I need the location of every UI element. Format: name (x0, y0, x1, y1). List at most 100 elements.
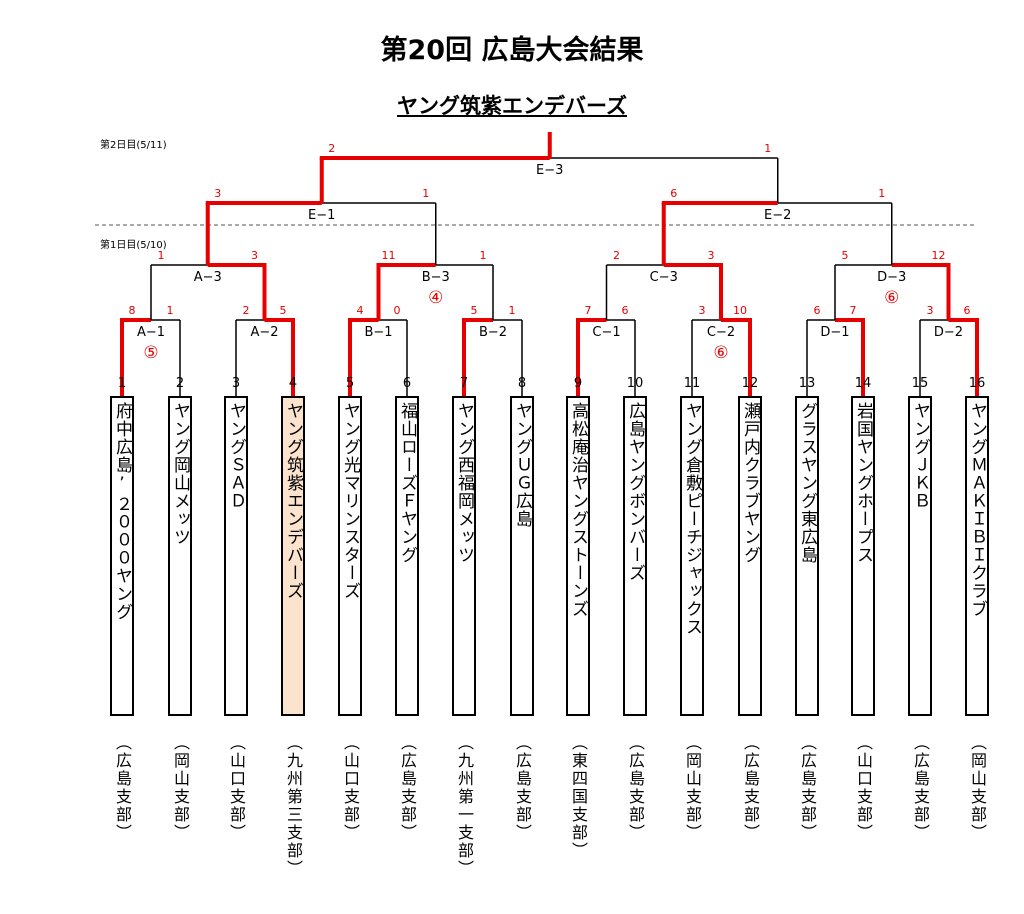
team-name: ヤングＵＧ広島 (512, 402, 532, 528)
match-label: B−2 (479, 325, 507, 340)
team-name: グラスヤング東広島 (797, 402, 817, 564)
match-note: ④ (428, 288, 443, 308)
team-box: グラスヤング東広島 (795, 396, 819, 716)
team-seed: 16 (968, 376, 986, 391)
team-branch-label: （山口支部） (227, 734, 246, 842)
score-left: 2 (328, 142, 335, 155)
score-right: 1 (509, 304, 516, 317)
team-branch-label: （東四国支部） (569, 734, 588, 860)
team-seed: 10 (626, 376, 644, 391)
team-box: 高松庵治ヤングストーンズ (566, 396, 590, 716)
team-name: 高松庵治ヤングストーンズ (568, 402, 588, 618)
match-label: D−3 (877, 270, 906, 285)
team-branch-label: （広島支部） (113, 734, 132, 842)
match-label: A−1 (137, 325, 165, 340)
match-label: E−2 (764, 208, 791, 223)
team-branch: （広島支部） (623, 730, 647, 842)
team-name: ヤング筑紫エンデバーズ (283, 402, 303, 600)
team-branch-label: （岡山支部） (968, 734, 987, 842)
team-branch: （広島支部） (395, 730, 419, 842)
page-subtitle: ヤング筑紫エンデバーズ (397, 94, 627, 118)
score-right: 3 (251, 249, 258, 262)
team-branch-label: （広島支部） (911, 734, 930, 842)
day1-label: 第1日目(5/10) (100, 240, 167, 251)
score-right: 1 (167, 304, 174, 317)
team-name: ヤングＪＫＢ (910, 402, 930, 510)
score-right: 1 (878, 187, 885, 200)
score-right: 3 (708, 249, 715, 262)
team-seed: 15 (911, 376, 929, 391)
team-branch: （広島支部） (795, 730, 819, 842)
team-seed: 14 (854, 376, 872, 391)
score-left: 3 (214, 187, 221, 200)
score-left: 2 (613, 249, 620, 262)
score-right: 1 (422, 187, 429, 200)
team-branch-label: （山口支部） (854, 734, 873, 842)
match-label: E−1 (308, 208, 335, 223)
team-branch-label: （岡山支部） (683, 734, 702, 842)
score-right: 7 (850, 304, 857, 317)
team-box: ヤングＭＡＫＩＢＩクラブ (965, 396, 989, 716)
team-name: 府中広島’２０００ヤング (112, 402, 132, 621)
match-label: D−2 (934, 325, 963, 340)
score-right: 5 (280, 304, 287, 317)
match-label: B−1 (364, 325, 392, 340)
score-right: 12 (932, 249, 946, 262)
team-seed: 1 (117, 376, 127, 391)
team-branch-label: （広島支部） (741, 734, 760, 842)
team-seed: 8 (517, 376, 527, 391)
score-right: 1 (480, 249, 487, 262)
team-box: 府中広島’２０００ヤング (110, 396, 134, 716)
team-branch: （広島支部） (908, 730, 932, 842)
team-box: ヤング倉敷ピーチジャックス (680, 396, 704, 716)
team-branch-label: （広島支部） (626, 734, 645, 842)
team-seed: 11 (683, 376, 701, 391)
team-box: ヤングＪＫＢ (908, 396, 932, 716)
team-box: 岩国ヤングホープス (851, 396, 875, 716)
team-branch: （岡山支部） (680, 730, 704, 842)
team-branch: （東四国支部） (566, 730, 590, 860)
team-box: 瀬戸内クラブヤング (738, 396, 762, 716)
team-branch-label: （九州第三支部） (284, 734, 303, 878)
team-branch: （岡山支部） (168, 730, 192, 842)
score-left: 5 (842, 249, 849, 262)
page-title: 第20回 広島大会結果 (380, 35, 644, 66)
score-right: 1 (764, 142, 771, 155)
team-branch: （広島支部） (510, 730, 534, 842)
score-right: 0 (394, 304, 401, 317)
team-branch-label: （山口支部） (341, 734, 360, 842)
team-box: ヤングＳＡＤ (224, 396, 248, 716)
match-label: A−3 (194, 270, 222, 285)
team-box: 福山ローズＦヤング (395, 396, 419, 716)
team-box: ヤング岡山メッツ (168, 396, 192, 716)
team-branch: （山口支部） (851, 730, 875, 842)
team-seed: 2 (175, 376, 185, 391)
team-name: ヤング光マリンスターズ (340, 402, 360, 600)
match-note: ⑤ (143, 343, 158, 363)
team-seed: 13 (798, 376, 816, 391)
match-label: C−1 (592, 325, 620, 340)
team-box: ヤング光マリンスターズ (338, 396, 362, 716)
match-label: C−3 (650, 270, 678, 285)
score-left: 6 (670, 187, 677, 200)
match-label: D−1 (820, 325, 849, 340)
team-seed: 6 (402, 376, 412, 391)
match-note: ⑥ (884, 288, 899, 308)
team-seed: 7 (459, 376, 469, 391)
team-branch-label: （九州第一支部） (455, 734, 474, 878)
team-box: ヤングＵＧ広島 (510, 396, 534, 716)
score-left: 2 (243, 304, 250, 317)
team-name: 岩国ヤングホープス (853, 402, 873, 564)
team-seed: 5 (345, 376, 355, 391)
team-seed: 9 (573, 376, 583, 391)
team-box: 広島ヤングボンバーズ (623, 396, 647, 716)
team-branch-label: （広島支部） (798, 734, 817, 842)
score-right: 10 (733, 304, 747, 317)
score-left: 3 (699, 304, 706, 317)
team-branch: （広島支部） (110, 730, 134, 842)
team-name: ヤングＭＡＫＩＢＩクラブ (967, 402, 987, 618)
team-branch: （岡山支部） (965, 730, 989, 842)
score-left: 6 (814, 304, 821, 317)
score-left: 5 (471, 304, 478, 317)
score-left: 1 (158, 249, 165, 262)
